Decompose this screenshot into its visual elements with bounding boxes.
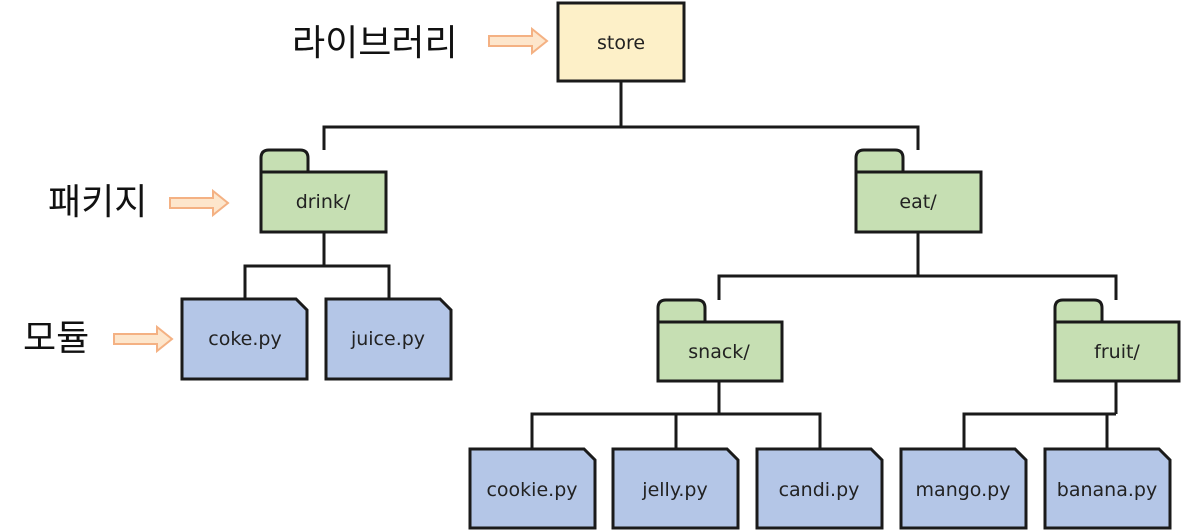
node-label-jelly: jelly.py (641, 479, 707, 501)
file-shape (468, 447, 597, 530)
legend-library: 라이브러리 (292, 23, 549, 64)
node-label-eat: eat/ (899, 191, 937, 213)
file-shape (1043, 447, 1172, 530)
right-arrow-icon (488, 26, 549, 56)
node-label-fruit: fruit/ (1094, 341, 1140, 363)
module-node-coke: coke.py (180, 297, 309, 381)
folder-tab (259, 148, 310, 174)
package-node-eat: eat/ (854, 148, 983, 234)
connector-store-children (322, 125, 920, 150)
connector-fruit-children (962, 412, 1116, 449)
node-label-banana: banana.py (1057, 479, 1157, 501)
node-label-snack: snack/ (688, 341, 750, 363)
module-node-candi: candi.py (755, 447, 884, 530)
file-shape (180, 297, 309, 381)
folder-tab (656, 298, 707, 324)
right-arrow-icon (113, 324, 174, 354)
right-arrow-icon (169, 188, 230, 218)
file-shape (755, 447, 884, 530)
folder-body (259, 170, 388, 234)
connectors (243, 82, 1118, 449)
node-label-coke: coke.py (208, 328, 281, 350)
package-node-fruit: fruit/ (1053, 298, 1181, 383)
folder-tab (854, 148, 905, 174)
file-shape (324, 297, 453, 381)
package-node-drink: drink/ (259, 148, 388, 234)
node-label-store: store (597, 32, 645, 54)
node-label-drink: drink/ (296, 191, 351, 213)
module-node-banana: banana.py (1043, 447, 1172, 530)
folder-body (854, 170, 983, 234)
folder-body (656, 320, 784, 383)
node-label-candi: candi.py (779, 479, 860, 501)
module-node-mango: mango.py (899, 447, 1028, 530)
legend-label-package: 패키지 (48, 182, 147, 223)
module-node-cookie: cookie.py (468, 447, 597, 530)
file-shape (611, 447, 740, 530)
folder-body (1053, 320, 1181, 383)
folder-tab (1053, 298, 1104, 324)
library-box (556, 1, 686, 83)
node-label-mango: mango.py (916, 479, 1011, 501)
module-node-jelly: jelly.py (611, 447, 740, 530)
node-label-juice: juice.py (350, 328, 425, 350)
module-node-juice: juice.py (324, 297, 453, 381)
library-node-store: store (556, 1, 686, 83)
legend-label-module: 모듈 (23, 318, 89, 359)
package-node-snack: snack/ (656, 298, 784, 383)
legend-package: 패키지 (48, 182, 230, 223)
connector-drink-children (243, 264, 391, 298)
file-shape (899, 447, 1028, 530)
legend-label-library: 라이브러리 (292, 23, 458, 64)
node-label-cookie: cookie.py (486, 479, 577, 501)
connector-eat-children (717, 274, 1118, 300)
legend-module: 모듈 (23, 318, 174, 359)
